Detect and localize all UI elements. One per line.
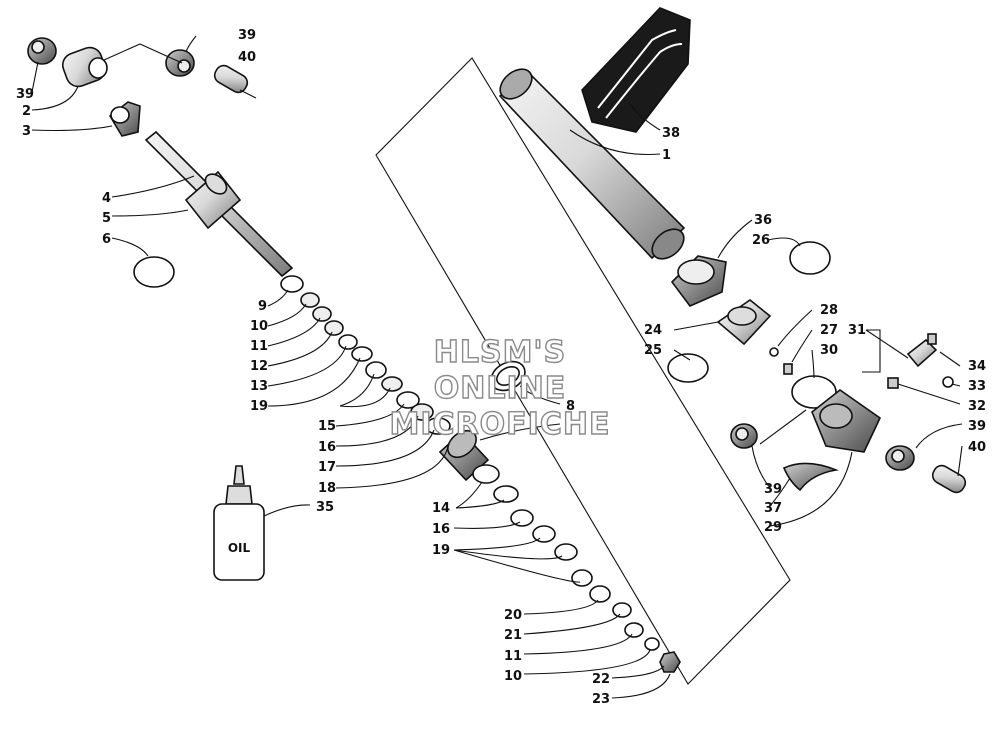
part-27-valve-core (783, 363, 793, 375)
lbl-3: 3 (22, 124, 31, 139)
lbl-20: 20 (504, 608, 522, 623)
part-39-bushing-top-left (27, 37, 57, 65)
lbl-5: 5 (102, 211, 111, 226)
washer-stack-upper (280, 275, 451, 435)
lbl-26: 26 (752, 233, 770, 248)
lbl-15: 15 (318, 419, 336, 434)
part-1-shock-body (498, 68, 686, 260)
lbl-32: 32 (968, 399, 986, 414)
lbl-18: 18 (318, 481, 336, 496)
lbl-19-b: 19 (432, 543, 450, 558)
lbl-1: 1 (662, 148, 671, 163)
leader-35 (263, 504, 311, 517)
part-26-o-ring (789, 241, 831, 275)
part-39-bushing-upper (165, 49, 195, 77)
part-3-bumper (108, 101, 141, 137)
lbl-10-a: 10 (250, 319, 268, 334)
part-24-collar-nut (716, 299, 772, 346)
lbl-21: 21 (504, 628, 522, 643)
part-40-sleeve-right (931, 464, 967, 494)
lbl-34: 34 (968, 359, 986, 374)
part-34-valve-stem (906, 333, 938, 368)
lbl-8: 8 (566, 399, 575, 414)
lbl-12: 12 (250, 359, 268, 374)
lbl-10-b: 10 (504, 669, 522, 684)
lbl-36: 36 (754, 213, 772, 228)
part-39-bushing-far-right (885, 445, 915, 471)
lbl-40-b: 40 (968, 440, 986, 455)
watermark-line-2: ONLINE (434, 371, 567, 406)
lbl-33: 33 (968, 379, 986, 394)
lbl-9: 9 (258, 299, 267, 314)
lbl-35: 35 (316, 500, 334, 515)
lbl-7: 7 (566, 419, 575, 434)
lbl-39-a: 39 (238, 28, 256, 43)
lbl-40-a: 40 (238, 50, 256, 65)
part-39-bushing-right (730, 423, 758, 449)
part-25-retaining-ring (667, 353, 709, 383)
part-5-rod-guide (184, 170, 242, 230)
oil-bottle-label: OIL (228, 541, 251, 555)
assembly-boundary (375, 57, 791, 685)
lbl-22: 22 (592, 672, 610, 687)
part-29-reservoir-cap (811, 389, 882, 453)
lbl-4: 4 (102, 191, 111, 206)
watermark: HLSM'S ONLINE MICROFICHE (389, 334, 611, 442)
part-32-cap (887, 377, 899, 389)
lbl-16-b: 16 (432, 522, 450, 537)
lbl-19-a: 19 (250, 399, 268, 414)
lbl-38: 38 (662, 126, 680, 141)
lbl-16-a: 16 (318, 440, 336, 455)
lbl-2: 2 (22, 104, 31, 119)
lbl-17: 17 (318, 460, 336, 475)
lbl-14: 14 (432, 501, 450, 516)
watermark-line-1: HLSM'S (434, 335, 566, 370)
lbl-25: 25 (644, 343, 662, 358)
callout-labels: 39 40 39 2 3 4 5 6 9 10 11 12 13 19 15 1… (16, 28, 986, 707)
lbl-24: 24 (644, 323, 662, 338)
part-37-bladder (782, 462, 839, 492)
part-38-decal (581, 7, 691, 133)
watermark-line-3: MICROFICHE (390, 407, 611, 442)
lbl-28: 28 (820, 303, 838, 318)
lbl-11-b: 11 (504, 649, 522, 664)
leader-lines (31, 35, 963, 699)
lbl-39-d: 39 (764, 482, 782, 497)
part-28-small-o-ring (769, 347, 779, 357)
part-6-o-ring (133, 256, 175, 288)
lbl-29: 29 (764, 520, 782, 535)
lbl-39-b: 39 (16, 87, 34, 102)
lbl-30: 30 (820, 343, 838, 358)
leader-40a (103, 43, 257, 99)
lbl-23: 23 (592, 692, 610, 707)
lbl-39-c: 39 (968, 419, 986, 434)
part-40-sleeve-upper (213, 64, 249, 94)
part-8-piston-ring (490, 360, 526, 392)
lbl-31: 31 (848, 323, 866, 338)
lbl-27: 27 (820, 323, 838, 338)
part-35-oil-bottle (213, 465, 265, 581)
part-33-washer (942, 376, 954, 388)
lbl-37: 37 (764, 501, 782, 516)
lbl-13: 13 (250, 379, 268, 394)
part-2-rod-eye (61, 46, 108, 88)
lbl-6: 6 (102, 232, 111, 247)
washer-stack-lower (472, 464, 681, 673)
part-36-spring-collar (670, 255, 727, 307)
lbl-11-a: 11 (250, 339, 268, 354)
